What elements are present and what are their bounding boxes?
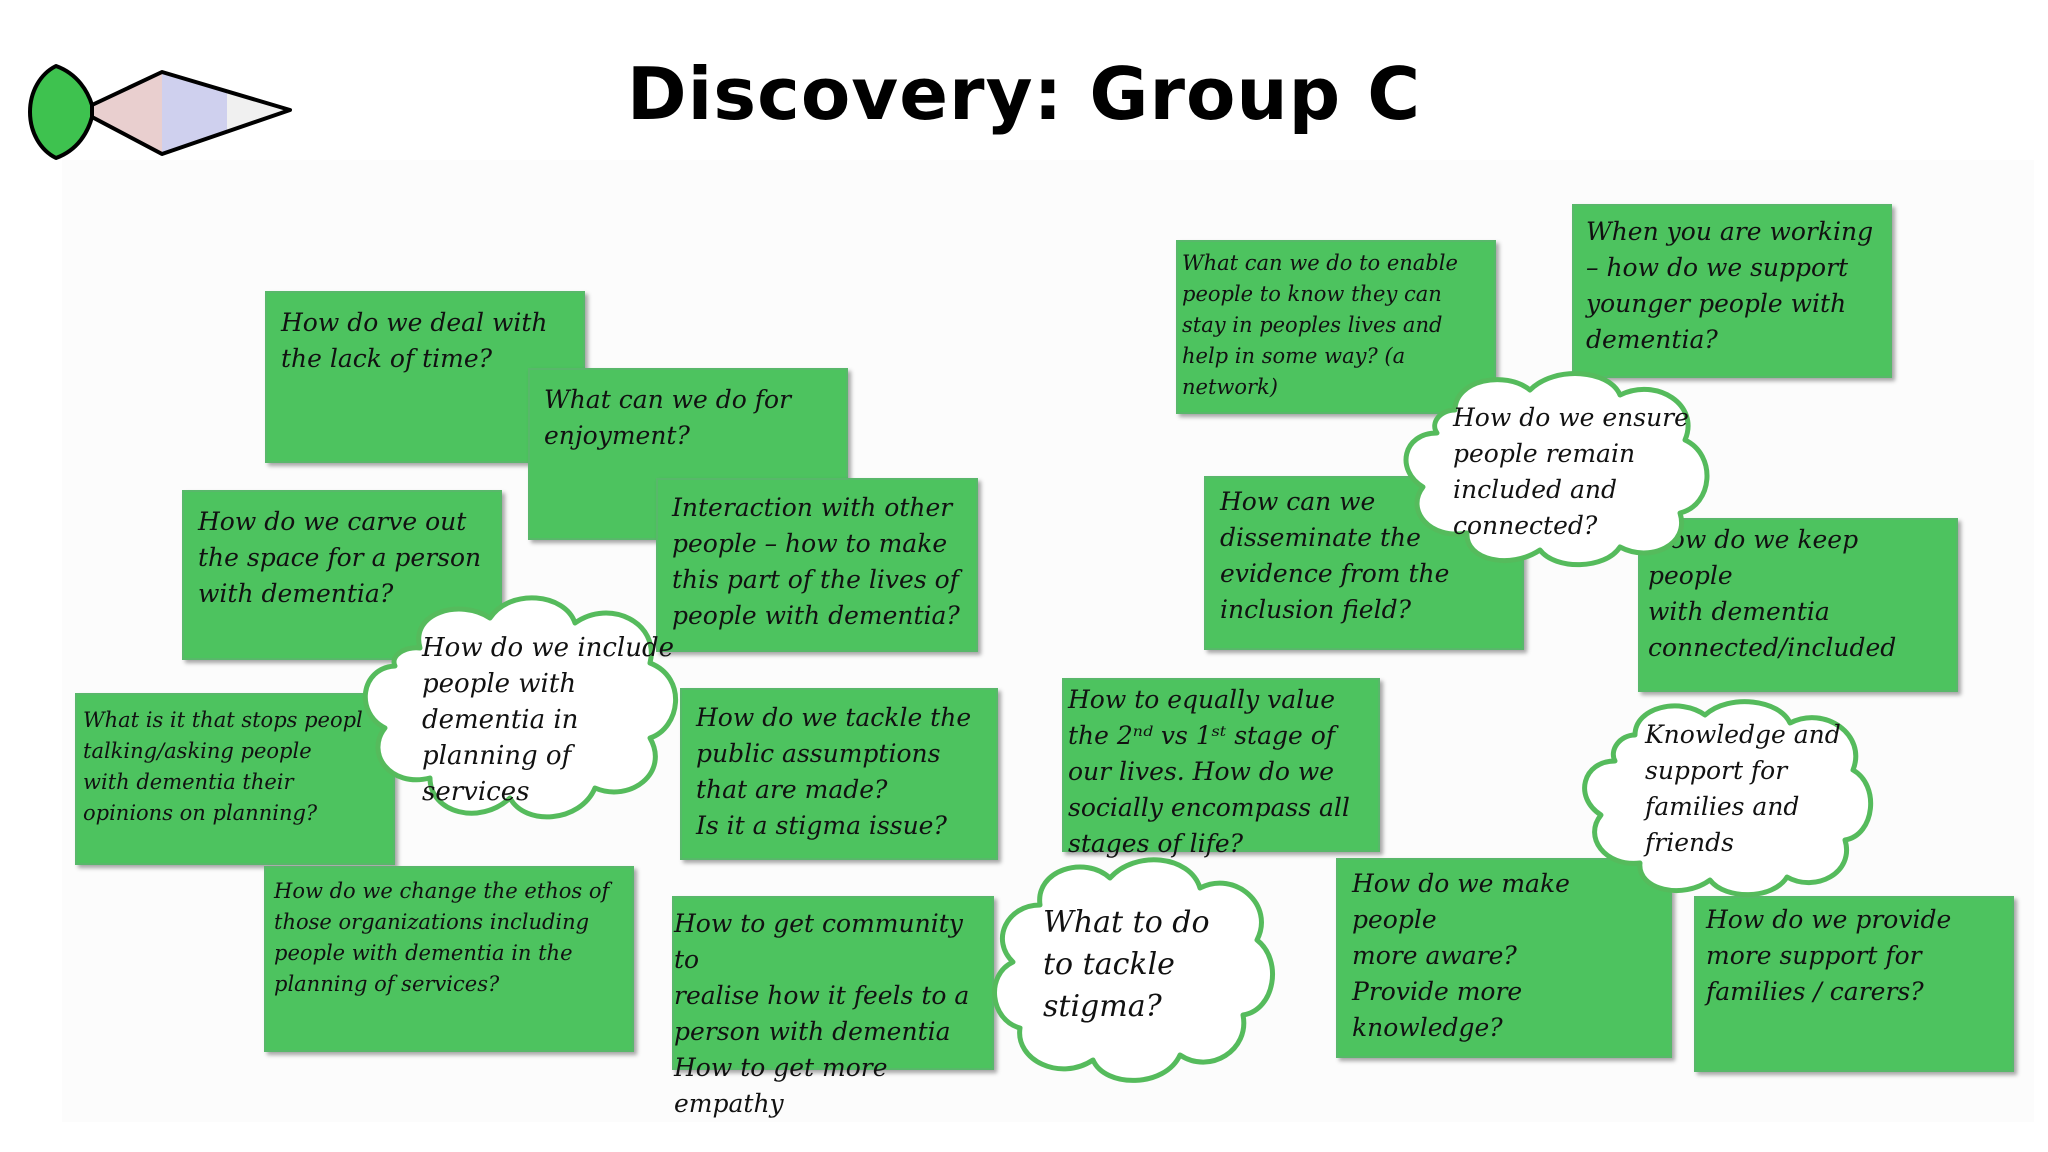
sticky-note-interaction: Interaction with other people – how to m…	[656, 478, 978, 652]
sticky-note-community-empathy: How to get community to realise how it f…	[672, 896, 994, 1118]
sticky-note-stay-in-lives: What can we do to enable people to know …	[1176, 240, 1496, 414]
thought-cloud-tackle-stigma: What to do to tackle stigma?	[985, 850, 1280, 1090]
sticky-note-younger-people: When you are working – how do we support…	[1572, 204, 1892, 378]
cloud-text: How do we ensure people remain included …	[1453, 403, 1689, 540]
cloud-text: How do we include people with dementia i…	[422, 633, 675, 807]
thought-cloud-shape	[1582, 699, 1874, 898]
sticky-note-stops-people: What is it that stops peopl talking/aski…	[75, 693, 395, 865]
sticky-note-equally-value: How to equally value the 2ⁿᵈ vs 1ˢᵗ stag…	[1062, 678, 1380, 858]
sticky-note-public-assumptions: How do we tackle the public assumptions …	[680, 688, 998, 860]
thought-cloud-knowledge-support: Knowledge and support for families and f…	[1575, 695, 1875, 898]
slide-title: Discovery: Group C	[626, 52, 1422, 136]
cloud-text: Knowledge and support for families and f…	[1645, 720, 1841, 857]
sticky-note-support-carers: How do we provide more support for famil…	[1694, 896, 2014, 1072]
thought-cloud-shape	[1403, 371, 1710, 568]
thought-cloud-include-planning: How do we include people with dementia i…	[350, 588, 690, 828]
sticky-note-change-ethos: How do we change the ethos of those orga…	[264, 866, 634, 1052]
fish-logo-icon	[22, 60, 302, 165]
thought-cloud-remain-included: How do we ensure people remain included …	[1395, 365, 1715, 568]
sticky-note-more-aware: How do we make people more aware? Provid…	[1336, 858, 1672, 1058]
thought-cloud-shape	[992, 857, 1275, 1083]
thought-cloud-shape	[362, 595, 678, 820]
cloud-text: What to do to tackle stigma?	[1043, 905, 1210, 1024]
sticky-note-keep-connected: How do we keep people with dementia conn…	[1638, 518, 1958, 692]
